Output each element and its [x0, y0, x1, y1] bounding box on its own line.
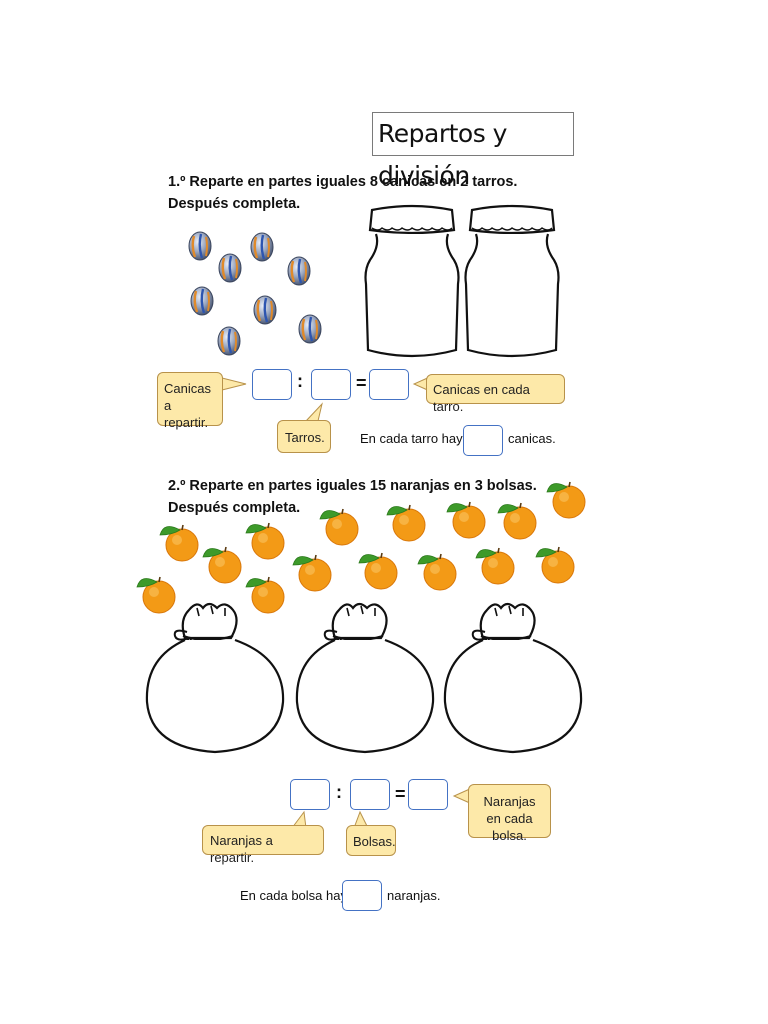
- orange-icon: [358, 552, 398, 590]
- callout-divisor-2: Bolsas.: [346, 825, 396, 856]
- jar-icon: [364, 204, 460, 358]
- orange-icon: [292, 554, 332, 592]
- callout-quotient-1: Canicas en cada tarro.: [426, 374, 565, 414]
- callout-dividend-2: Naranjas a repartir.: [202, 825, 324, 865]
- marble-icon: [287, 256, 311, 286]
- sentence-2-start: En cada bolsa hay: [240, 888, 347, 903]
- orange-icon: [245, 576, 285, 614]
- bag-icon: [295, 602, 435, 754]
- marble-icon: [253, 295, 277, 325]
- equals-symbol-1: =: [356, 373, 367, 393]
- exercise1-instruction-2: Después completa.: [168, 196, 301, 212]
- orange-icon: [386, 504, 426, 542]
- dividend-input-2[interactable]: [290, 779, 330, 810]
- orange-icon: [417, 553, 457, 591]
- bag-icon: [145, 602, 285, 754]
- orange-icon: [202, 546, 242, 584]
- callout-divisor-1: Tarros.: [277, 420, 331, 453]
- divisor-input-1[interactable]: [311, 369, 351, 400]
- divisor-input-2[interactable]: [350, 779, 390, 810]
- orange-icon: [245, 522, 285, 560]
- jar-icon: [464, 204, 560, 358]
- sentence-1-start: En cada tarro hay: [360, 431, 463, 446]
- colon-symbol-2: :: [336, 782, 342, 802]
- answer-input-1[interactable]: [463, 425, 503, 456]
- exercise2-instruction-2: Después completa.: [168, 500, 301, 516]
- sentence-2-end: naranjas.: [387, 888, 441, 903]
- callout-dividend-1: Canicas a repartir.: [157, 372, 223, 430]
- quotient-input-1[interactable]: [369, 369, 409, 400]
- sentence-1-end: canicas.: [508, 431, 556, 446]
- orange-icon: [546, 481, 586, 519]
- marble-icon: [188, 231, 212, 261]
- exercise2-instruction: 2.º Reparte en partes iguales 15 naranja…: [168, 478, 537, 494]
- orange-icon: [497, 502, 537, 540]
- orange-icon: [136, 576, 176, 614]
- exercise1-instruction: 1.º Reparte en partes iguales 8 canicas …: [168, 174, 518, 190]
- orange-icon: [475, 547, 515, 585]
- answer-input-2[interactable]: [342, 880, 382, 911]
- colon-symbol-1: :: [297, 371, 303, 391]
- orange-icon: [159, 524, 199, 562]
- callout-quotient-2: Naranjas en cada bolsa.: [468, 784, 551, 843]
- marble-icon: [298, 314, 322, 344]
- page-title: Repartos y división: [372, 112, 574, 190]
- bag-icon: [443, 602, 583, 754]
- quotient-input-2[interactable]: [408, 779, 448, 810]
- marble-icon: [190, 286, 214, 316]
- equals-symbol-2: =: [395, 784, 406, 804]
- orange-icon: [535, 546, 575, 584]
- dividend-input-1[interactable]: [252, 369, 292, 400]
- marble-icon: [218, 253, 242, 283]
- marble-icon: [217, 326, 241, 356]
- orange-icon: [319, 508, 359, 546]
- orange-icon: [446, 501, 486, 539]
- marble-icon: [250, 232, 274, 262]
